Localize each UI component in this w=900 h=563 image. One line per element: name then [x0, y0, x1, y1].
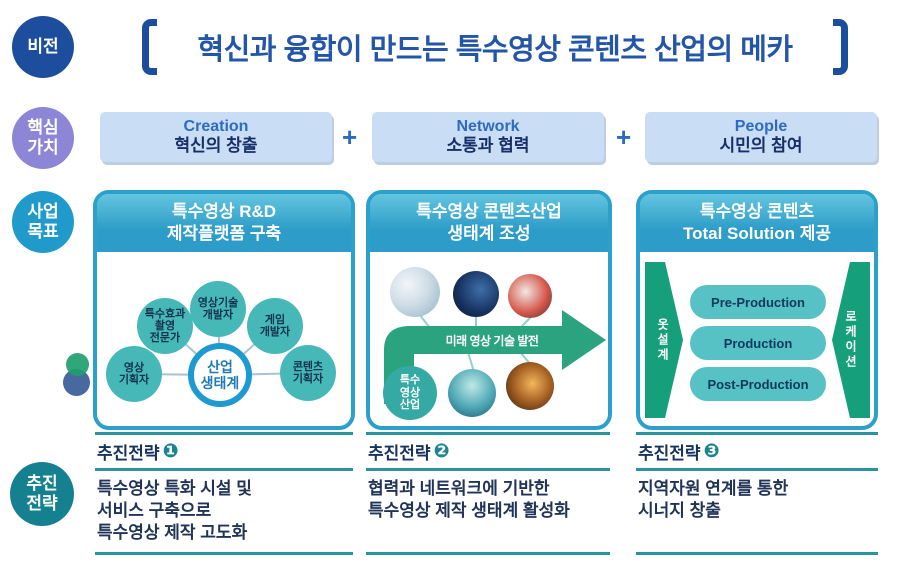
strategy-divider: [95, 468, 353, 471]
ecosystem-center-circle: 산업 생태계: [188, 343, 252, 407]
strategy-divider: [95, 552, 353, 555]
core-value-people-en: People: [734, 118, 788, 136]
core-value-creation: Creation 혁신의 창출: [100, 112, 332, 162]
strategy-3-number-icon: ❸: [703, 441, 720, 462]
strategy-divider: [366, 432, 610, 435]
strategy-divider: [366, 468, 610, 471]
strategy-column-3: 추진전략 ❸ 지역자원 연계를 통한 시너지 창출: [636, 432, 878, 555]
goal-card-total-title-line2: Total Solution 제공: [682, 224, 832, 243]
strategy-column-1: 추진전략 ❶ 특수영상 특화 시설 및 서비스 구축으로 특수영상 제작 고도화: [95, 432, 353, 555]
ecosystem-diagram: 특수효과 촬영 전문가 영상기술 개발자 게임 개발자 영상 기획자 콘텐츠 기…: [97, 252, 351, 426]
goal-card-rnd-title-line1: 특수영상 R&D: [171, 201, 277, 221]
decorative-green-dot-icon: [66, 353, 89, 376]
business-goals-badge-line1: 사업: [27, 201, 59, 221]
strategy-divider: [95, 432, 353, 435]
business-goals-badge: 사업 목표: [12, 191, 74, 253]
strategy-2-text: 협력과 네트워크에 기반한 특수영상 제작 생태계 활성화: [368, 479, 570, 521]
strategy-divider: [636, 552, 878, 555]
core-value-creation-en: Creation: [183, 118, 249, 136]
film-production-scene-photo: [506, 362, 554, 410]
right-green-arrow-icon: [832, 262, 870, 418]
goal-card-eco-title-line1: 특수영상 콘텐츠산업: [416, 201, 562, 221]
goal-card-rnd-platform-header: 특수영상 R&D 제작플랫폼 구축: [97, 194, 351, 252]
strategy-divider: [636, 468, 878, 471]
goal-card-total-solution-header: 특수영상 콘텐츠 Total Solution 제공: [640, 194, 874, 252]
game-characters-photo: [508, 274, 552, 318]
plus-icon: +: [342, 122, 358, 152]
core-value-creation-ko: 혁신의 창출: [174, 136, 258, 156]
goal-card-content-ecosystem: 특수영상 콘텐츠산업 생태계 조성 미래 영상 기술 발전 특수 영상 산업: [366, 190, 612, 430]
strategy-3-label: 추진전략: [638, 444, 701, 463]
right-bracket-icon: [833, 19, 848, 75]
core-values-badge: 핵심 가치: [12, 107, 74, 169]
ecosystem-node-game-developer: 게임 개발자: [247, 298, 303, 354]
strategy-badge-line2: 전략: [26, 494, 58, 513]
pill-post-production: Post-Production: [690, 367, 826, 401]
future-tech-arrow: [384, 310, 606, 404]
strategy-1-text: 특수영상 특화 시설 및 서비스 구축으로 특수영상 제작 고도화: [97, 479, 252, 543]
vision-title-row: 혁신과 융합이 만드는 특수영상 콘텐츠 산업의 메카: [142, 17, 848, 77]
special-video-industry-circle: 특수 영상 산업: [383, 366, 437, 420]
core-value-network-en: Network: [456, 118, 520, 136]
vr-headset-user-photo: [390, 267, 440, 317]
strategy-3-text: 지역자원 연계를 통한 시너지 창출: [638, 479, 789, 521]
pill-pre-production: Pre-Production: [690, 285, 826, 319]
core-value-network: Network 소통과 협력: [372, 112, 604, 162]
strategy-divider: [636, 432, 878, 435]
pill-production: Production: [690, 326, 826, 360]
strategy-2-number-icon: ❷: [433, 441, 450, 462]
left-bracket-icon: [142, 19, 157, 75]
vision-title: 혁신과 융합이 만드는 특수영상 콘텐츠 산업의 메카: [197, 34, 793, 66]
core-value-people: People 시민의 참여: [645, 112, 877, 162]
goal-card-content-ecosystem-header: 특수영상 콘텐츠산업 생태계 조성: [370, 194, 608, 252]
underwater-scene-photo: [448, 369, 496, 417]
strategy-badge: 추진 전략: [10, 462, 74, 526]
left-green-arrow-icon: [645, 262, 683, 418]
ecosystem-node-video-tech-developer: 영상기술 개발자: [190, 281, 246, 337]
business-goals-badge-line2: 목표: [27, 222, 59, 241]
ecosystem-node-sfx-expert: 특수효과 촬영 전문가: [137, 298, 193, 354]
core-values-badge-line1: 핵심: [27, 117, 59, 137]
plus-icon: +: [616, 122, 632, 152]
future-tech-arrow-label: 미래 영상 기술 발전: [445, 334, 539, 348]
strategy-badge-line1: 추진: [26, 473, 58, 493]
vision-badge-label: 비전: [27, 36, 59, 56]
strategy-1-number-icon: ❶: [162, 441, 179, 462]
ecosystem-node-video-planner: 영상 기획자: [106, 346, 162, 402]
goal-card-rnd-title-line2: 제작플랫폼 구축: [166, 224, 282, 243]
strategy-3-label-row: 추진전략 ❸: [638, 439, 878, 464]
ecosystem-node-content-planner: 콘텐츠 기획자: [280, 345, 336, 401]
vision-badge: 비전: [12, 16, 74, 78]
core-value-network-ko: 소통과 협력: [446, 136, 530, 156]
strategy-1-label: 추진전략: [97, 444, 160, 463]
future-tech-diagram: 미래 영상 기술 발전 특수 영상 산업: [370, 252, 608, 426]
goal-card-total-title-line1: 특수영상 콘텐츠: [699, 201, 815, 221]
strategy-column-2: 추진전략 ❷ 협력과 네트워크에 기반한 특수영상 제작 생태계 활성화: [366, 432, 610, 555]
goal-card-eco-title-line2: 생태계 조성: [447, 224, 531, 243]
goal-card-rnd-platform: 특수영상 R&D 제작플랫폼 구축 특수효과 촬영 전문가 영상기술 개발자 게…: [93, 190, 355, 430]
goal-card-total-solution: 특수영상 콘텐츠 Total Solution 제공 옷설계 로케이션 Pre-…: [636, 190, 878, 430]
left-arrow-label: 옷설계: [655, 317, 670, 363]
strategy-2-label-row: 추진전략 ❷: [368, 439, 610, 464]
smartphone-technology-photo: [453, 271, 499, 317]
production-pipeline-diagram: 옷설계 로케이션 Pre-Production Production Post-…: [640, 252, 874, 426]
strategy-1-label-row: 추진전략 ❶: [97, 439, 353, 464]
strategy-2-label: 추진전략: [368, 444, 431, 463]
right-arrow-label: 로케이션: [843, 310, 858, 370]
strategy-divider: [366, 552, 610, 555]
core-value-people-ko: 시민의 참여: [719, 136, 803, 156]
core-values-badge-line2: 가치: [27, 138, 59, 157]
